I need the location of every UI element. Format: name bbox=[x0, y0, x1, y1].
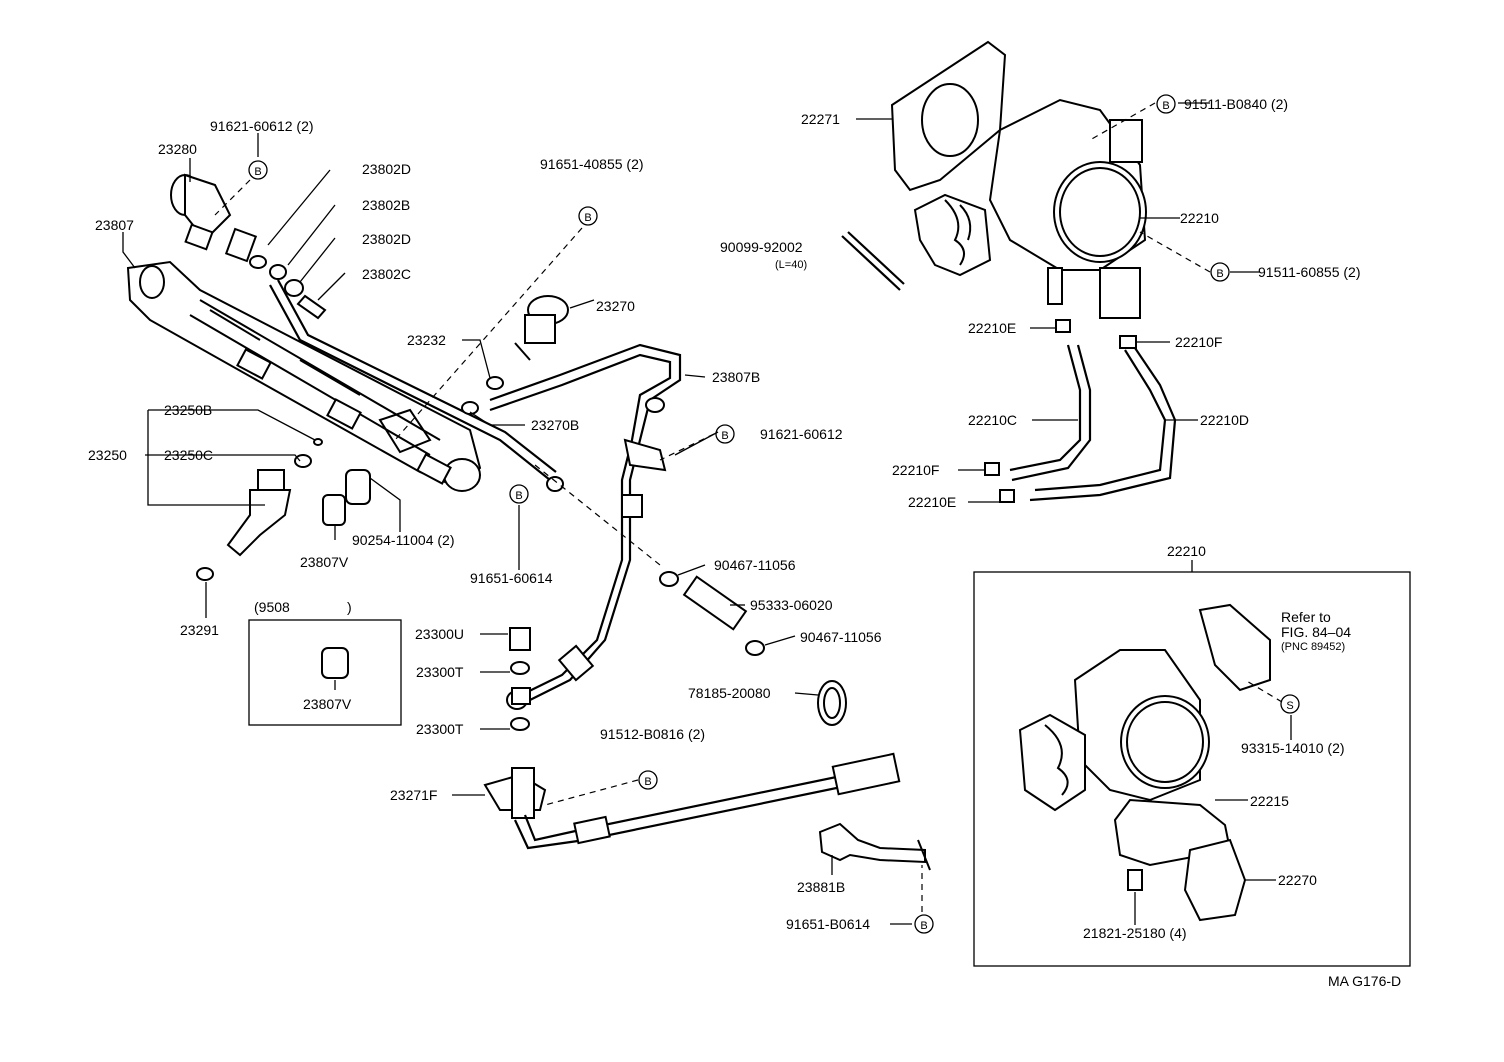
label-91651-40855-2: 91651-40855 (2) bbox=[540, 156, 644, 172]
label-23802C: 23802C bbox=[362, 266, 411, 282]
label-91511-60855-2: 91511-60855 (2) bbox=[1258, 264, 1360, 280]
pin-90099 bbox=[841, 231, 905, 291]
hose-23271F bbox=[483, 752, 901, 850]
label-23807: 23807 bbox=[95, 217, 134, 233]
label-23807B: 23807B bbox=[712, 369, 760, 385]
pressure-regulator bbox=[170, 173, 258, 263]
label-23250: 23250 bbox=[88, 447, 127, 463]
dashed-leaders bbox=[214, 102, 1283, 912]
fuel-hoses-upper bbox=[249, 255, 564, 492]
label-23271F: 23271F bbox=[390, 787, 437, 803]
bolt-marker: B bbox=[248, 160, 268, 180]
label-91511-B0840-2: 91511-B0840 (2) bbox=[1184, 96, 1288, 112]
label-22210E: 22210E bbox=[908, 494, 956, 510]
label-22210E: 22210E bbox=[968, 320, 1016, 336]
throttle-body-22210 bbox=[913, 98, 1147, 319]
bolt-marker: B bbox=[1156, 94, 1176, 114]
label-23802B: 23802B bbox=[362, 197, 410, 213]
label-91621-60612: 91621-60612 bbox=[760, 426, 843, 442]
label-91512-B0816-2: 91512-B0816 (2) bbox=[600, 726, 705, 742]
label-23250C: 23250C bbox=[164, 447, 213, 463]
fuel-rail-assembly bbox=[126, 260, 482, 492]
bracket-23881B bbox=[818, 822, 931, 871]
marker-circles: B B B B B B B B S bbox=[248, 94, 1300, 934]
label-23280: 23280 bbox=[158, 141, 197, 157]
label-23232: 23232 bbox=[407, 332, 446, 348]
svg-text:S: S bbox=[1286, 700, 1293, 712]
label-23270B: 23270B bbox=[531, 417, 579, 433]
label-23300U: 23300U bbox=[415, 626, 464, 642]
label-23291: 23291 bbox=[180, 622, 219, 638]
label-91651-B0614: 91651-B0614 bbox=[786, 916, 870, 932]
label-fig-ref: FIG. 84–04 bbox=[1281, 624, 1351, 640]
svg-text:B: B bbox=[644, 776, 651, 788]
label-22210C: 22210C bbox=[968, 412, 1017, 428]
label-pnc: (PNC 89452) bbox=[1281, 641, 1345, 653]
label-91621-60612-2: 91621-60612 (2) bbox=[210, 118, 314, 134]
bolt-marker: B bbox=[509, 484, 529, 504]
bolt-marker: B bbox=[715, 424, 735, 444]
label-22270: 22270 bbox=[1278, 872, 1317, 888]
label-23270: 23270 bbox=[596, 298, 635, 314]
label-22210D: 22210D bbox=[1200, 412, 1249, 428]
part-labels: 91621-60612 (2) 23280 23802D 23802B 2380… bbox=[88, 96, 1401, 989]
label-9508: (9508 bbox=[254, 599, 290, 615]
label-23802D: 23802D bbox=[362, 161, 411, 177]
inset-9508-box bbox=[248, 619, 402, 726]
figure-code: MA G176-D bbox=[1328, 973, 1401, 989]
svg-text:B: B bbox=[1162, 100, 1169, 112]
label-95333-06020: 95333-06020 bbox=[750, 597, 833, 613]
clip-hose-group bbox=[659, 571, 847, 726]
insulators bbox=[322, 469, 371, 526]
label-23300T: 23300T bbox=[416, 721, 464, 737]
bolt-marker: B bbox=[1210, 262, 1230, 282]
screw-marker: S bbox=[1280, 694, 1300, 714]
water-hoses-22210 bbox=[984, 319, 1177, 503]
label-23300T: 23300T bbox=[416, 664, 464, 680]
label-L40: (L=40) bbox=[775, 259, 807, 271]
label-90099-92002: 90099-92002 bbox=[720, 239, 803, 255]
gasket-22271 bbox=[890, 40, 1007, 192]
label-22271: 22271 bbox=[801, 111, 840, 127]
hose-23807B bbox=[489, 343, 682, 710]
label-90254-11004-2: 90254-11004 (2) bbox=[352, 532, 454, 548]
bolt-marker: B bbox=[638, 770, 658, 790]
bolt-marker: B bbox=[914, 914, 934, 934]
svg-text:B: B bbox=[1216, 268, 1223, 280]
svg-text:B: B bbox=[584, 212, 591, 224]
union-bolt-group bbox=[509, 627, 531, 731]
label-9508-close: ) bbox=[347, 599, 352, 615]
vsv-23270 bbox=[461, 295, 569, 415]
label-91651-60614: 91651-60614 bbox=[470, 570, 553, 586]
label-23807V: 23807V bbox=[300, 554, 349, 570]
label-23802D: 23802D bbox=[362, 231, 411, 247]
label-22215: 22215 bbox=[1250, 793, 1289, 809]
leader-lines bbox=[122, 102, 1292, 925]
label-23250B: 23250B bbox=[164, 402, 212, 418]
label-22210: 22210 bbox=[1180, 210, 1219, 226]
svg-text:B: B bbox=[515, 490, 522, 502]
svg-text:B: B bbox=[920, 920, 927, 932]
label-90467-11056: 90467-11056 bbox=[800, 629, 882, 645]
label-22210F: 22210F bbox=[1175, 334, 1222, 350]
label-22210F: 22210F bbox=[892, 462, 939, 478]
inset-22210-box bbox=[973, 571, 1411, 967]
svg-text:B: B bbox=[254, 166, 261, 178]
injector-23250 bbox=[196, 438, 323, 581]
label-21821-25180-4: 21821-25180 (4) bbox=[1083, 925, 1187, 941]
label-78185-20080: 78185-20080 bbox=[688, 685, 771, 701]
label-23807V-inset: 23807V bbox=[303, 696, 352, 712]
label-refer-to: Refer to bbox=[1281, 609, 1331, 625]
label-22210-inset: 22210 bbox=[1167, 543, 1206, 559]
bolt-marker: B bbox=[578, 206, 598, 226]
svg-text:B: B bbox=[721, 430, 728, 442]
label-93315-14010-2: 93315-14010 (2) bbox=[1241, 740, 1345, 756]
label-90467-11056: 90467-11056 bbox=[714, 557, 796, 573]
label-23881B: 23881B bbox=[797, 879, 845, 895]
